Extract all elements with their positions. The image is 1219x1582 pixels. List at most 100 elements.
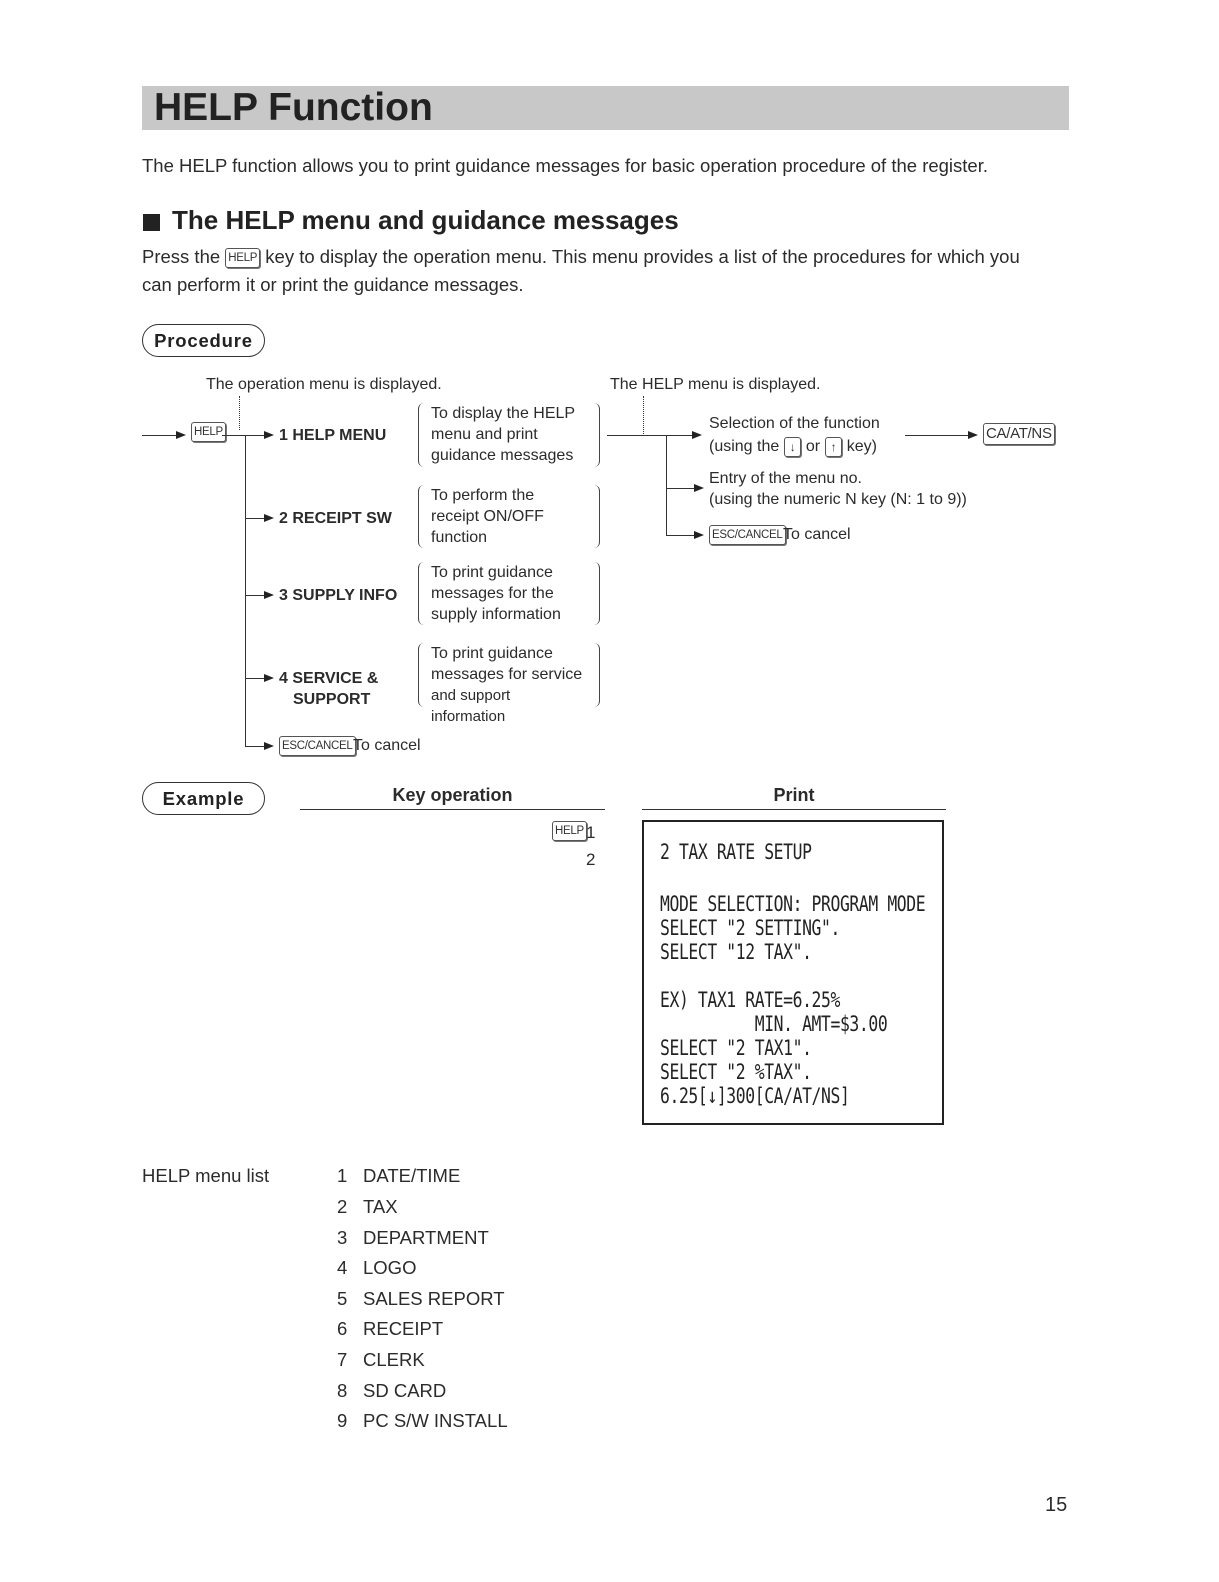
section-paragraph-line2: can perform it or print the guidance mes… bbox=[142, 274, 524, 295]
tree-trunk bbox=[245, 435, 246, 746]
desc-line: messages for the bbox=[431, 585, 554, 602]
flow-line bbox=[905, 435, 971, 436]
desc-line: supply information bbox=[431, 606, 561, 623]
arrow-right-icon bbox=[264, 591, 274, 599]
or-text: or bbox=[805, 438, 821, 455]
arrow-right-icon bbox=[694, 531, 704, 539]
desc-receipt-sw: To perform the receipt ON/OFF function bbox=[418, 485, 600, 548]
menu-item-service-support: 4 SERVICE & bbox=[279, 670, 379, 687]
desc-line: receipt ON/OFF bbox=[431, 508, 544, 525]
arrow-up-key-icon: ↑ bbox=[824, 436, 843, 457]
caption-leader bbox=[239, 396, 240, 430]
list-item: RECEIPT bbox=[363, 1318, 444, 1339]
selection-text: Selection of the function bbox=[709, 415, 880, 432]
flow-line bbox=[245, 518, 265, 519]
arrow-right-icon bbox=[264, 431, 274, 439]
desc-line: messages for service bbox=[431, 666, 583, 683]
receipt-line: SELECT "12 TAX". bbox=[660, 940, 812, 964]
desc-line: To print guidance bbox=[431, 645, 553, 662]
page-title: HELP Function bbox=[154, 86, 433, 129]
receipt-line: SELECT "2 SETTING". bbox=[660, 916, 840, 940]
section-bullet-icon bbox=[143, 214, 160, 231]
list-item-num: 9 bbox=[337, 1410, 348, 1431]
section-title: The HELP menu and guidance messages bbox=[172, 205, 679, 235]
flow-line bbox=[666, 488, 696, 489]
para-post: key to display the operation menu. This … bbox=[265, 246, 1020, 267]
procedure-label: Procedure bbox=[142, 324, 265, 357]
print-header: Print bbox=[773, 785, 815, 805]
selection-using-text: (using the bbox=[709, 438, 780, 455]
flow-line bbox=[245, 595, 265, 596]
desc-line: To perform the bbox=[431, 487, 535, 504]
esc-cancel-key-icon: ESC/CANCEL bbox=[709, 525, 786, 545]
desc-line: menu and print bbox=[431, 426, 538, 443]
title-bar: HELP Function bbox=[142, 86, 1069, 130]
esc-cancel-key-icon: ESC/CANCEL bbox=[279, 736, 356, 756]
list-item: LOGO bbox=[363, 1257, 417, 1278]
list-item: SD CARD bbox=[363, 1380, 447, 1401]
arrow-right-icon bbox=[264, 742, 274, 750]
flow-line bbox=[607, 435, 695, 436]
menu-item-supply-info: 3 SUPPLY INFO bbox=[279, 587, 398, 604]
tree-trunk bbox=[666, 435, 667, 535]
receipt-line: EX) TAX1 RATE=6.25% bbox=[660, 988, 840, 1012]
list-item: DATE/TIME bbox=[363, 1165, 461, 1186]
help-key-icon: HELP bbox=[225, 248, 261, 269]
list-item-num: 4 bbox=[337, 1257, 348, 1278]
entry-using-text: (using the numeric N key (N: 1 to 9)) bbox=[709, 491, 967, 508]
intro-text: The HELP function allows you to print gu… bbox=[142, 155, 989, 176]
menu-item-receipt-sw: 2 RECEIPT SW bbox=[279, 510, 392, 527]
arrow-right-icon bbox=[968, 431, 978, 439]
receipt-line: MIN. AMT=$3.00 bbox=[660, 1012, 888, 1036]
arrow-down-key-icon: ↓ bbox=[783, 436, 802, 457]
desc-line: guidance messages bbox=[431, 447, 574, 464]
list-item-num: 5 bbox=[337, 1288, 348, 1309]
flow-line bbox=[222, 435, 264, 436]
menu-item-help-menu: 1 HELP MENU bbox=[279, 427, 387, 444]
key-operation-header: Key operation bbox=[392, 785, 513, 805]
para-pre: Press the bbox=[142, 246, 221, 267]
example-label: Example bbox=[142, 782, 265, 815]
flow-line bbox=[142, 435, 178, 436]
desc-line: To display the HELP bbox=[431, 405, 576, 422]
header-rule bbox=[300, 809, 605, 810]
help-key-icon: HELP bbox=[191, 422, 226, 442]
page-number: 15 bbox=[1045, 1494, 1068, 1516]
flow-line bbox=[245, 746, 265, 747]
desc-help-menu: To display the HELP menu and print guida… bbox=[418, 403, 600, 467]
list-item: SALES REPORT bbox=[363, 1288, 505, 1309]
list-item: CLERK bbox=[363, 1349, 425, 1370]
list-item-num: 6 bbox=[337, 1318, 348, 1339]
key-close-text: key) bbox=[846, 438, 877, 455]
help-menu-caption: The HELP menu is displayed. bbox=[610, 376, 821, 393]
desc-line: To print guidance bbox=[431, 564, 553, 581]
help-menu-list-label: HELP menu list bbox=[142, 1165, 270, 1186]
arrow-right-icon bbox=[264, 674, 274, 682]
arrow-right-icon bbox=[176, 431, 186, 439]
list-item: TAX bbox=[363, 1196, 398, 1217]
list-item-num: 3 bbox=[337, 1227, 348, 1248]
receipt-line: SELECT "2 %TAX". bbox=[660, 1060, 812, 1084]
list-item-num: 8 bbox=[337, 1380, 348, 1401]
arrow-right-icon bbox=[694, 484, 704, 492]
receipt-line: SELECT "2 TAX1". bbox=[660, 1036, 812, 1060]
desc-service-support: To print guidance messages for service a… bbox=[418, 643, 600, 725]
ca-at-ns-key-icon: CA/AT/NS bbox=[983, 423, 1055, 445]
desc-line: function bbox=[431, 529, 488, 546]
arrow-right-icon bbox=[264, 514, 274, 522]
key-input-2: 2 bbox=[586, 850, 596, 869]
print-receipt: 2 TAX RATE SETUP MODE SELECTION: PROGRAM… bbox=[642, 820, 944, 1125]
section-paragraph: Press the HELP key to display the operat… bbox=[142, 243, 1072, 270]
op-menu-caption: The operation menu is displayed. bbox=[206, 376, 442, 393]
entry-text: Entry of the menu no. bbox=[709, 470, 862, 487]
desc-supply-info: To print guidance messages for the suppl… bbox=[418, 562, 600, 625]
selection-using: (using the ↓ or ↑ key) bbox=[709, 436, 877, 457]
arrow-right-icon bbox=[692, 431, 702, 439]
receipt-line: 2 TAX RATE SETUP bbox=[660, 840, 812, 864]
list-item-num: 7 bbox=[337, 1349, 348, 1370]
receipt-line: MODE SELECTION: PROGRAM MODE bbox=[660, 892, 926, 916]
help-key-icon: HELP bbox=[552, 821, 587, 841]
list-item-num: 2 bbox=[337, 1196, 348, 1217]
desc-line: and support information bbox=[431, 687, 511, 725]
key-input-1: 1 bbox=[586, 823, 596, 842]
